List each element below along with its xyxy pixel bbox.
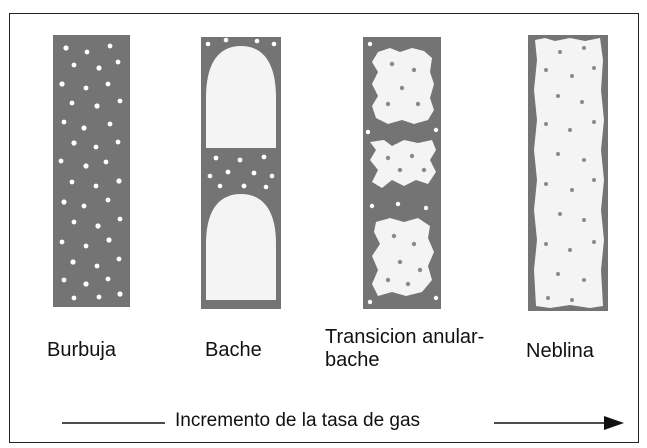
mist-droplets [544, 46, 596, 302]
gas-pocket-3 [372, 218, 434, 296]
pipe-bubble [53, 35, 130, 307]
label-transition: Transicion anular- bache [325, 326, 484, 372]
taylor-bubble-upper [206, 46, 276, 148]
label-transition-line-1: Transicion anular- [325, 326, 485, 348]
label-slug: Bache [205, 339, 262, 361]
transition-dots-in-liquid [365, 41, 439, 305]
arrow-head-icon [604, 416, 624, 430]
label-bubble: Burbuja [47, 339, 116, 361]
pipe-mist [528, 35, 608, 311]
bubble-dots [58, 43, 123, 301]
pipe-transition [363, 37, 441, 309]
pipe-slug [201, 37, 281, 309]
gas-pocket-1 [372, 48, 434, 124]
arrow-label: Incremento de la tasa de gas [169, 410, 427, 432]
top-crop-strip [0, 0, 647, 6]
slug-dots [205, 37, 277, 190]
transition-dots-in-gas [385, 61, 427, 287]
mist-core [534, 38, 604, 308]
taylor-bubble-lower [206, 194, 276, 300]
label-transition-line-2: bache [325, 349, 380, 371]
gas-rate-arrow [62, 416, 624, 430]
label-mist: Neblina [526, 340, 594, 362]
gas-pocket-2 [370, 140, 436, 188]
